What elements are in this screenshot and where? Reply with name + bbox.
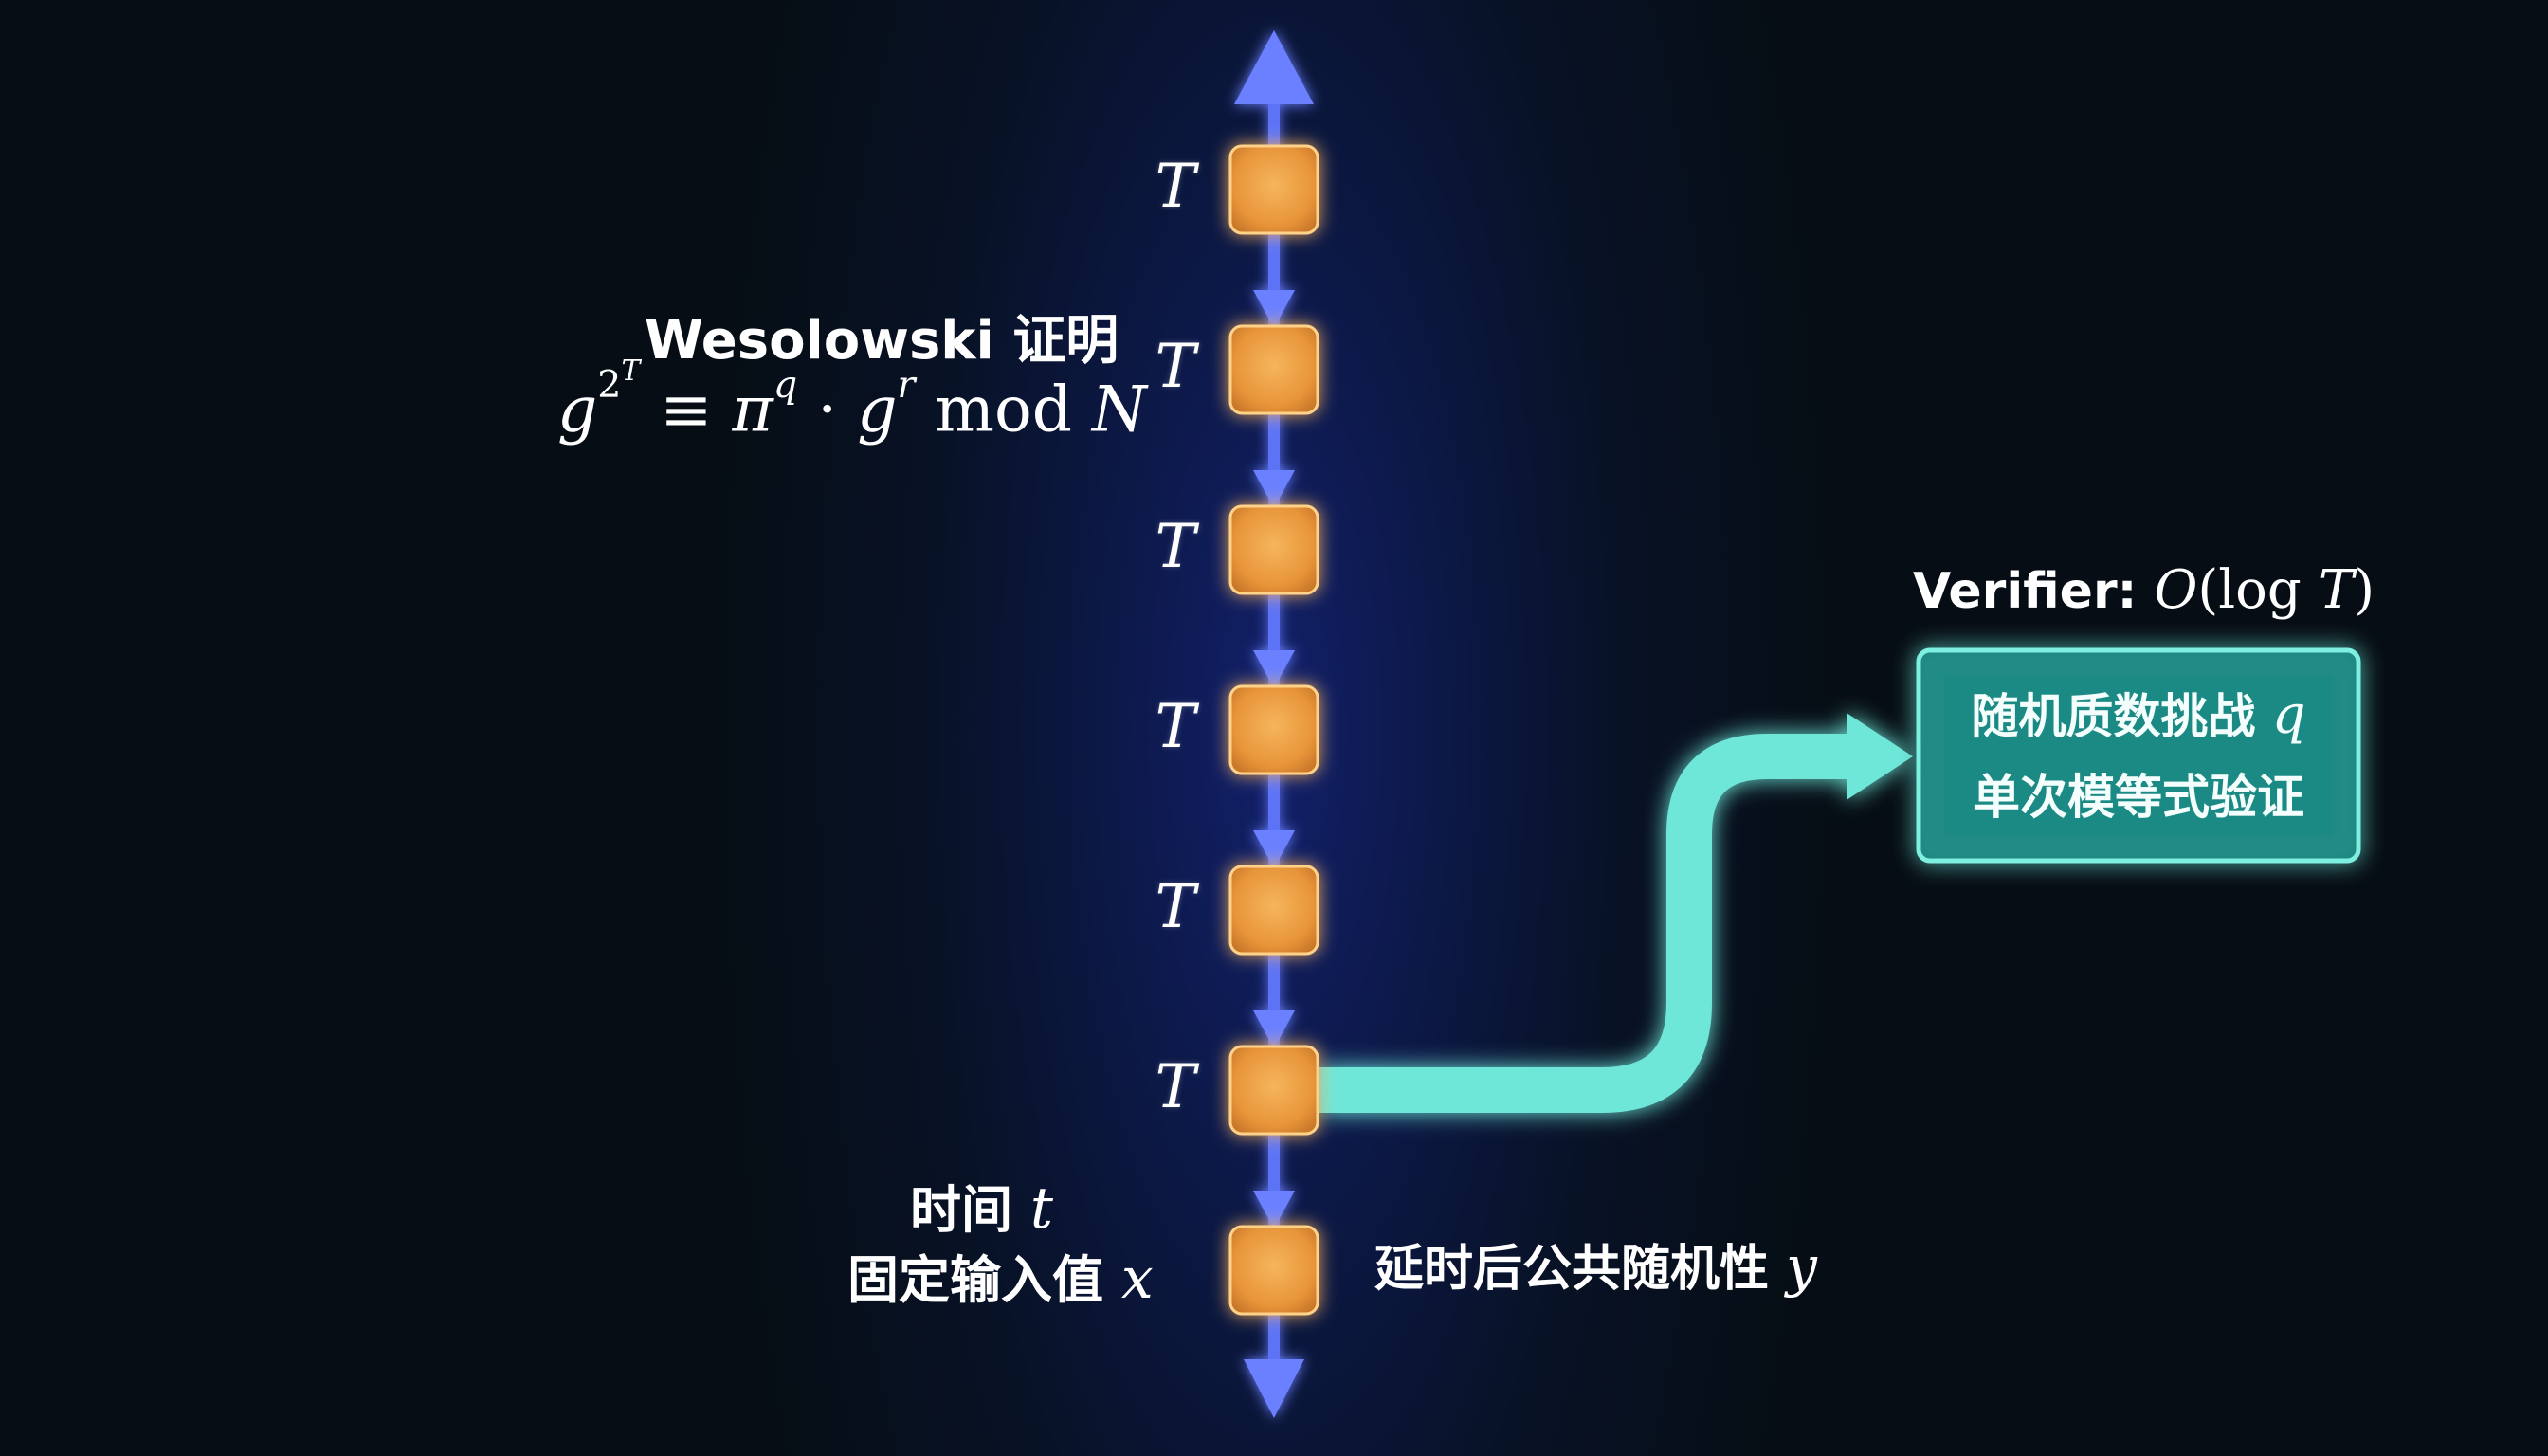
verifier-complexity-O: O bbox=[2154, 559, 2198, 621]
step-arrowhead bbox=[1253, 1191, 1295, 1228]
time-var: t bbox=[1029, 1175, 1053, 1242]
node bbox=[1228, 864, 1320, 956]
verifier-box bbox=[1916, 647, 2361, 864]
formula-dot: · bbox=[817, 373, 838, 446]
step-arrowhead bbox=[1253, 470, 1295, 508]
step-arrowhead bbox=[1253, 290, 1295, 328]
axis-top-arrowhead bbox=[1234, 30, 1314, 104]
verifier-title: Verifier: O(log T) bbox=[1913, 559, 2375, 621]
step-arrowheads bbox=[1253, 290, 1295, 1228]
verifier-path bbox=[1320, 713, 1913, 1113]
node bbox=[1228, 144, 1320, 235]
verifier-line-1-var: q bbox=[2271, 684, 2306, 746]
formula-pi: π bbox=[732, 373, 774, 446]
formula-equiv: ≡ bbox=[660, 373, 713, 446]
step-arrowhead bbox=[1253, 650, 1295, 688]
step-arrowhead bbox=[1253, 830, 1295, 868]
step-label: T bbox=[1155, 152, 1196, 222]
verifier-complexity-log: (log bbox=[2197, 559, 2302, 621]
output-var: y bbox=[1786, 1234, 1817, 1299]
verifier-title-text: Verifier: bbox=[1913, 563, 2138, 620]
step-label: T bbox=[1155, 512, 1196, 582]
proof-formula: g2T ≡ πq · gr mod N bbox=[557, 357, 1147, 446]
step-label: T bbox=[1155, 1052, 1196, 1122]
proof-title: Wesolowski 证明 bbox=[645, 310, 1119, 372]
formula-mod: mod bbox=[935, 373, 1072, 446]
verifier-box-frame bbox=[1916, 647, 2361, 864]
node bbox=[1228, 1045, 1320, 1136]
time-text: 时间 bbox=[910, 1180, 1012, 1240]
verifier-complexity-close: ) bbox=[2354, 559, 2375, 621]
input-value-var: x bbox=[1120, 1246, 1154, 1312]
node-chain bbox=[1228, 144, 1320, 1316]
input-value-text: 固定输入值 bbox=[847, 1250, 1103, 1310]
node bbox=[1228, 504, 1320, 595]
step-label: T bbox=[1155, 872, 1196, 942]
step-label: T bbox=[1155, 692, 1196, 762]
output-label: 延时后公共随机性 y bbox=[1374, 1228, 1817, 1300]
step-arrowhead bbox=[1253, 1010, 1295, 1048]
node bbox=[1228, 684, 1320, 775]
time-label: 时间 t bbox=[910, 1168, 1053, 1243]
verifier-complexity-T: T bbox=[2318, 559, 2355, 621]
formula-q: q bbox=[773, 362, 798, 407]
formula-g: g bbox=[557, 373, 598, 446]
verifier-line-2: 单次模等式验证 bbox=[1973, 770, 2304, 825]
formula-exp-T: T bbox=[621, 355, 641, 388]
output-text: 延时后公共随机性 bbox=[1374, 1241, 1770, 1298]
verifier-line-1: 随机质数挑战 q bbox=[1919, 675, 2358, 757]
axis-bottom-arrowhead bbox=[1244, 1359, 1304, 1418]
verifier-path-line bbox=[1320, 734, 1858, 1113]
step-label: T bbox=[1155, 332, 1196, 402]
input-value-label: 固定输入值 x bbox=[847, 1238, 1154, 1313]
node-output bbox=[1228, 1225, 1320, 1316]
formula-g2: g bbox=[857, 373, 898, 446]
formula-exp-2: 2 bbox=[597, 362, 622, 407]
verifier-path-arrowhead bbox=[1847, 713, 1913, 800]
formula-N: N bbox=[1091, 373, 1147, 446]
verifier-line-1-text: 随机质数挑战 bbox=[1971, 689, 2256, 744]
formula-r: r bbox=[897, 362, 916, 407]
node bbox=[1228, 324, 1320, 415]
